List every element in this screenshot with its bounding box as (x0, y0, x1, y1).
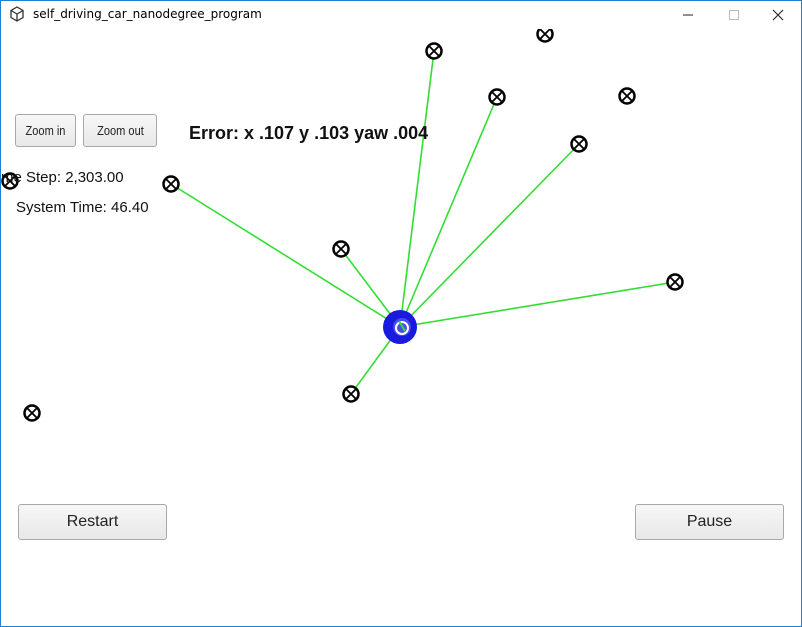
landmark-marker (488, 88, 506, 106)
system-time-readout: System Time: 46.40 (16, 199, 149, 216)
landmark-marker (1, 172, 19, 190)
landmark-marker (666, 273, 684, 291)
landmark-marker (618, 87, 636, 105)
observation-line (170, 183, 401, 328)
pause-label: Pause (686, 513, 733, 530)
observation-line (399, 50, 435, 328)
close-button[interactable] (755, 1, 801, 29)
title-bar: self_driving_car_nanodegree_program (1, 1, 801, 29)
observation-line (399, 143, 580, 328)
minimize-icon (683, 14, 693, 16)
landmark-marker (425, 42, 443, 60)
landmark-marker (332, 240, 350, 258)
unity-logo-icon (10, 6, 24, 22)
close-icon (772, 9, 784, 21)
observation-lines (170, 50, 676, 395)
maximize-button[interactable] (711, 1, 757, 29)
observation-line (399, 96, 498, 328)
landmark-marker (162, 175, 180, 193)
zoom-in-button[interactable]: Zoom in (15, 114, 76, 147)
observation-line (399, 281, 676, 328)
restart-button[interactable]: Restart (18, 504, 167, 540)
landmark-marker (570, 135, 588, 153)
pause-button[interactable]: Pause (635, 504, 784, 540)
zoom-out-label: Zoom out (96, 123, 144, 138)
zoom-out-button[interactable]: Zoom out (83, 114, 157, 147)
landmark-marker (23, 404, 41, 422)
minimize-button[interactable] (665, 1, 711, 29)
error-readout: Error: x .107 y .103 yaw .004 (189, 123, 429, 143)
landmark-marker (342, 385, 360, 403)
restart-label: Restart (66, 513, 119, 530)
car-marker (383, 310, 417, 344)
time-step-readout: me Step: 2,303.00 (1, 169, 124, 186)
maximize-icon (729, 10, 739, 20)
landmarks (1, 10, 684, 422)
window-title: self_driving_car_nanodegree_program (33, 7, 262, 21)
zoom-in-label: Zoom in (25, 123, 66, 138)
